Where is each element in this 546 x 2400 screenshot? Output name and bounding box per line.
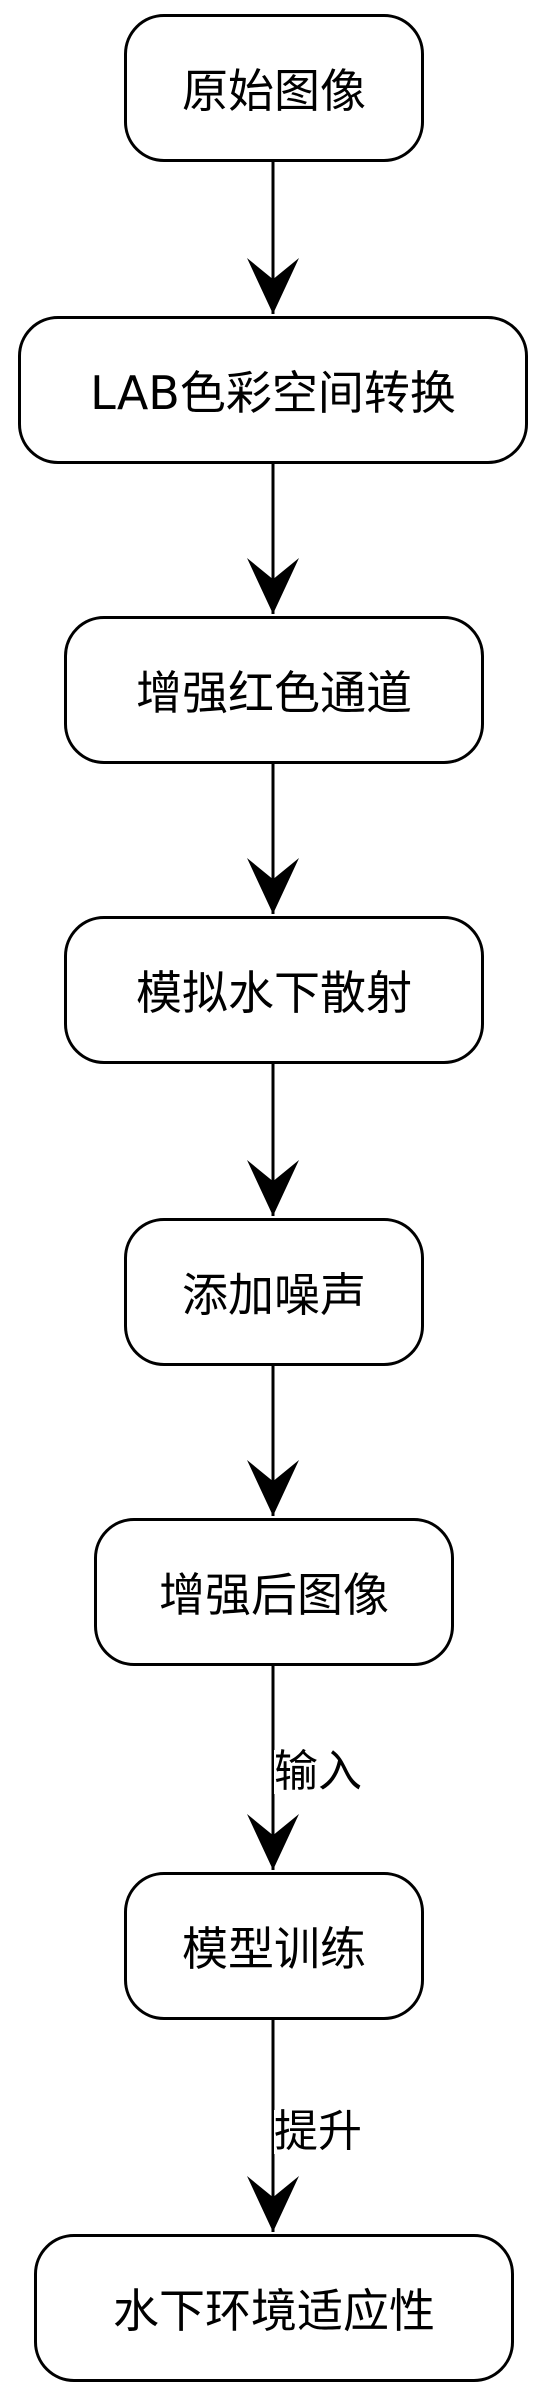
node-underwater-adaptability: 水下环境适应性 <box>34 2234 514 2382</box>
edge-arrow-n5-n6 <box>247 1366 299 1516</box>
edge-arrow-n7-n8 <box>247 2020 299 2232</box>
node-model-training: 模型训练 <box>124 1872 424 2020</box>
edge-label-input: 输入 <box>274 1746 362 1797</box>
edge-arrow-n2-n3 <box>247 464 299 614</box>
node-enhanced-image: 增强后图像 <box>94 1518 454 1666</box>
node-simulate-underwater-scattering: 模拟水下散射 <box>64 916 484 1064</box>
node-lab-color-space-conversion: LAB色彩空间转换 <box>18 316 528 464</box>
edge-arrow-n4-n5 <box>247 1064 299 1216</box>
node-enhance-red-channel: 增强红色通道 <box>64 616 484 764</box>
edge-label-improve: 提升 <box>274 2106 362 2157</box>
edges-layer <box>247 162 299 2232</box>
node-add-noise: 添加噪声 <box>124 1218 424 1366</box>
arrowhead-icon <box>247 2176 299 2232</box>
edge-arrow-n3-n4 <box>247 764 299 914</box>
arrowhead-icon <box>247 1814 299 1870</box>
arrowhead-icon <box>247 258 299 314</box>
arrowhead-icon <box>247 558 299 614</box>
edge-arrow-n6-n7 <box>247 1666 299 1870</box>
arrowhead-icon <box>247 1160 299 1216</box>
arrowhead-icon <box>247 858 299 914</box>
edge-arrow-n1-n2 <box>247 162 299 314</box>
arrowhead-icon <box>247 1460 299 1516</box>
node-original-image: 原始图像 <box>124 14 424 162</box>
